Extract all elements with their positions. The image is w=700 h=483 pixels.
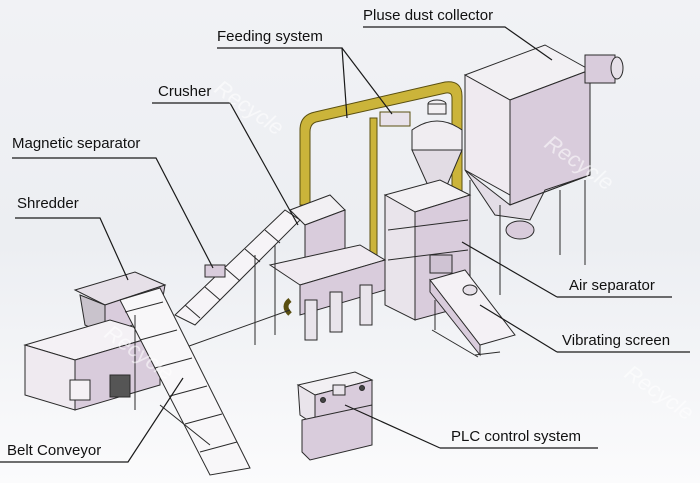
leader-belt-conveyor — [0, 377, 184, 463]
label-crusher: Crusher — [158, 83, 212, 100]
label-vibrating-screen: Vibrating screen — [562, 332, 671, 349]
leader-lines — [0, 26, 690, 463]
label-feeding-system: Feeding system — [217, 28, 323, 45]
label-magnetic-separator: Magnetic separator — [12, 135, 141, 152]
label-air-separator: Air separator — [569, 277, 655, 294]
plc-control-cabinet — [296, 371, 374, 461]
leader-vibrating-screen-2 — [479, 304, 558, 353]
belt-conveyor-unit — [119, 287, 251, 476]
leader-magnetic-separator — [12, 157, 214, 269]
leader-air-separator-2 — [461, 241, 558, 298]
label-plc-control-system: PLC control system — [451, 428, 582, 445]
leader-shredder — [15, 217, 129, 281]
leader-crusher — [152, 102, 299, 226]
pulse-dust-collector-unit — [463, 44, 624, 295]
leader-feeding-system-2 — [341, 47, 393, 115]
leader-plc-control-system-2 — [344, 404, 441, 449]
label-shredder: Shredder — [17, 195, 79, 212]
feeding-pipe — [299, 81, 463, 269]
leader-pulse-dust-collector — [363, 26, 553, 61]
label-belt-conveyor: Belt Conveyor — [7, 442, 102, 459]
crusher-unit — [268, 194, 387, 341]
vibrating-screen-unit — [429, 269, 516, 358]
label-pulse-dust-collector: Pluse dust collector — [363, 7, 494, 24]
magnetic-separator-unit — [149, 209, 301, 361]
